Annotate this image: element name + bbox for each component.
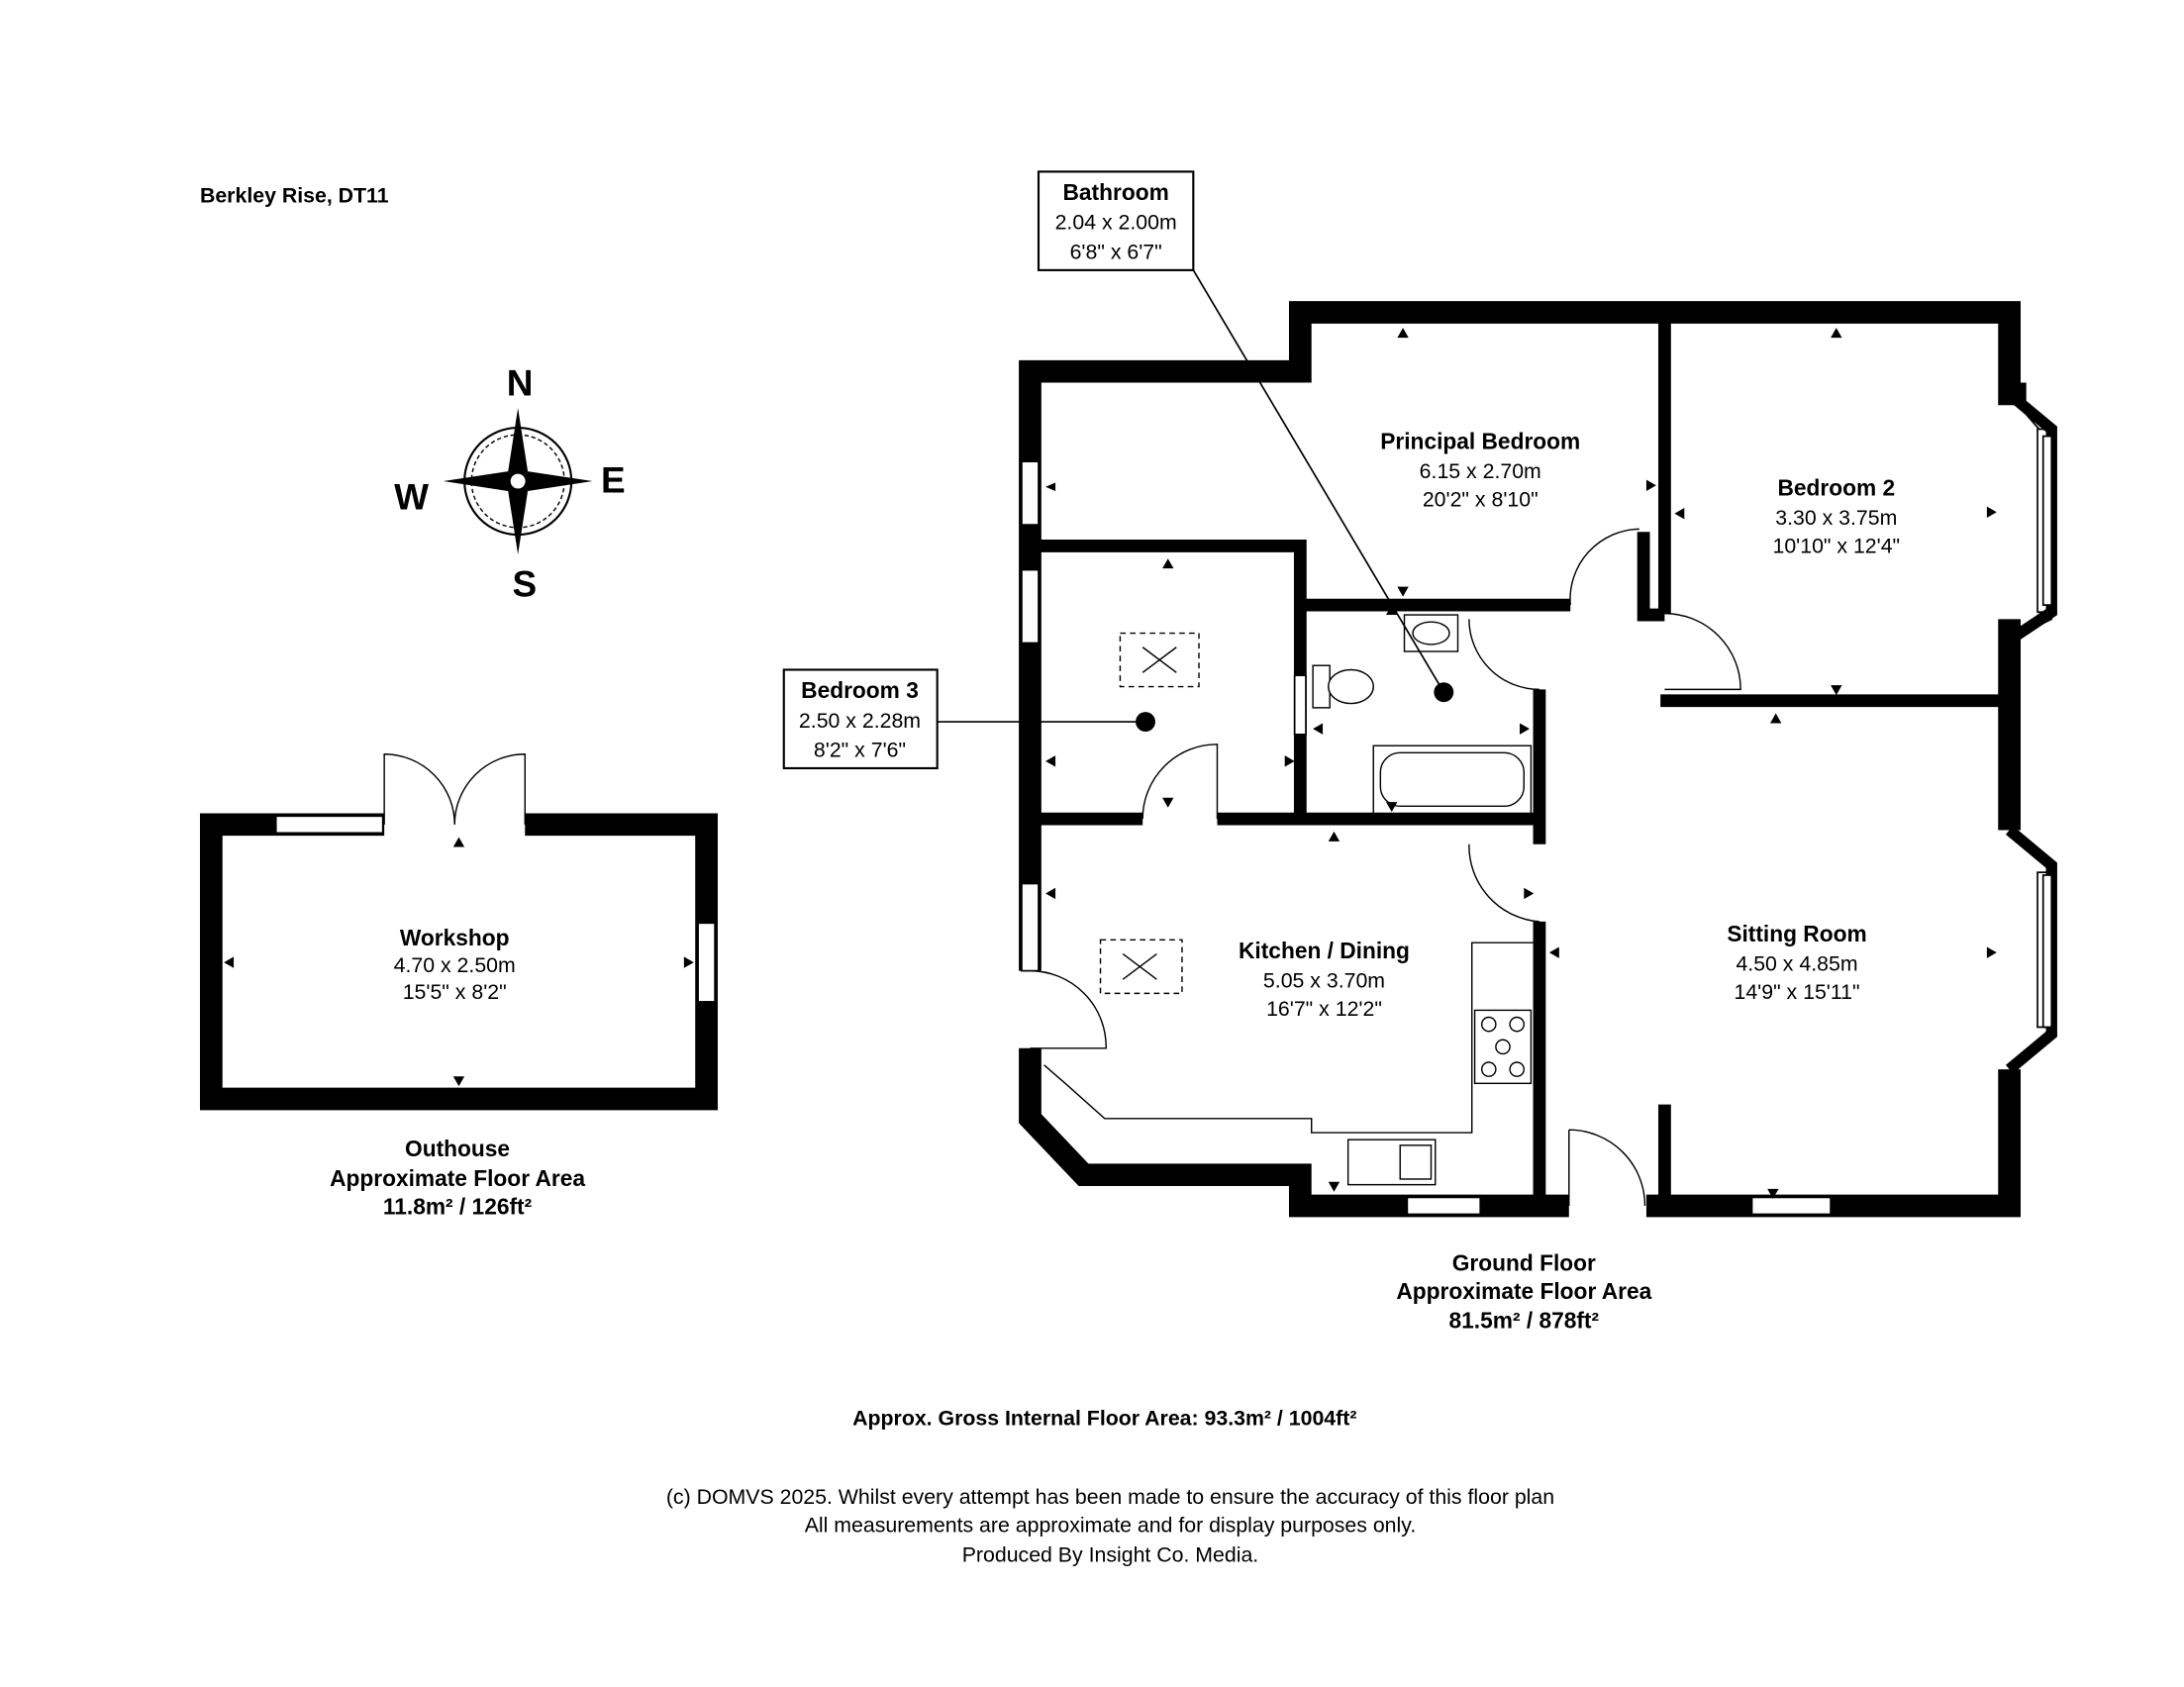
svg-text:8'2" x 7'6": 8'2" x 7'6" — [814, 739, 906, 762]
svg-text:5.05 x 3.70m: 5.05 x 3.70m — [1263, 969, 1385, 993]
outhouse-label: Approximate Floor Area — [330, 1165, 585, 1191]
ground-floor-label: Approximate Floor Area — [1396, 1278, 1651, 1304]
room-name-workshop: Workshop — [400, 925, 510, 950]
svg-text:6'8" x 6'7": 6'8" x 6'7" — [1070, 240, 1162, 263]
svg-text:10'10" x 12'4": 10'10" x 12'4" — [1772, 535, 1900, 558]
svg-text:4.70 x 2.50m: 4.70 x 2.50m — [394, 953, 516, 977]
bathroom-label-box — [1037, 170, 1195, 271]
disclaimer-line-3: Produced By Insight Co. Media. — [962, 1543, 1259, 1567]
svg-text:E: E — [601, 459, 626, 500]
svg-text:15'5" x 8'2": 15'5" x 8'2" — [403, 980, 507, 1004]
bedroom3-label-box — [782, 668, 939, 770]
svg-text:16'7" x 12'2": 16'7" x 12'2" — [1266, 997, 1382, 1021]
outhouse-name: Outhouse — [405, 1136, 510, 1161]
property-title: Berkley Rise, DT11 — [200, 184, 389, 208]
svg-text:4.50 x 4.85m: 4.50 x 4.85m — [1736, 952, 1857, 976]
svg-text:S: S — [512, 564, 537, 605]
outhouse-area: 11.8m² / 126ft² — [383, 1193, 533, 1219]
svg-text:20'2" x 8'10": 20'2" x 8'10" — [1423, 488, 1539, 512]
ground-floor-plan — [937, 269, 2057, 1218]
svg-text:14'9" x 15'11": 14'9" x 15'11" — [1734, 980, 1859, 1004]
room-name-bedroom2: Bedroom 2 — [1777, 474, 1895, 500]
room-name-kitchen: Kitchen / Dining — [1239, 938, 1410, 963]
room-name-bedroom3: Bedroom 3 — [801, 677, 919, 703]
disclaimer-line-2: All measurements are approximate and for… — [805, 1514, 1417, 1538]
svg-text:6.15 x 2.70m: 6.15 x 2.70m — [1420, 459, 1541, 483]
ground-floor-name: Ground Floor — [1452, 1249, 1596, 1275]
svg-text:2.04 x 2.00m: 2.04 x 2.00m — [1055, 211, 1177, 235]
gross-area: Approx. Gross Internal Floor Area: 93.3m… — [852, 1407, 1356, 1431]
compass-icon: N E S W — [394, 362, 626, 604]
svg-text:W: W — [394, 476, 429, 517]
svg-text:2.50 x 2.28m: 2.50 x 2.28m — [799, 709, 921, 733]
ground-floor-area: 81.5m² / 878ft² — [1449, 1308, 1600, 1334]
disclaimer-line-1: (c) DOMVS 2025. Whilst every attempt has… — [666, 1485, 1554, 1509]
outhouse-plan: Workshop 4.70 x 2.50m 15'5" x 8'2" — [199, 753, 718, 1111]
room-name-bathroom: Bathroom — [1063, 179, 1169, 205]
room-name-sitting-room: Sitting Room — [1727, 921, 1866, 946]
room-name-principal-bedroom: Principal Bedroom — [1380, 428, 1580, 453]
svg-text:N: N — [507, 362, 534, 403]
svg-text:3.30 x 3.75m: 3.30 x 3.75m — [1775, 506, 1897, 530]
